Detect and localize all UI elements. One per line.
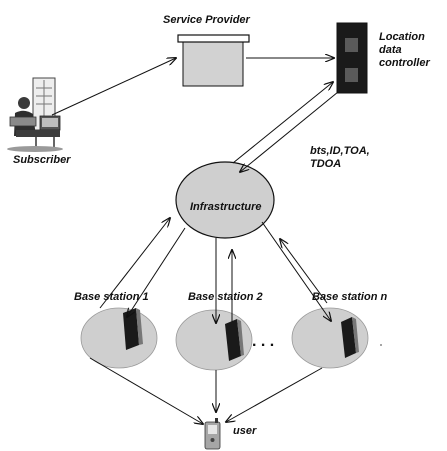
arrow-bsn-to-user [226, 367, 323, 422]
tower-icon-n [341, 317, 359, 358]
arrow-bs1-to-user [89, 357, 203, 424]
location-controller-node [336, 22, 368, 94]
user-label: user [233, 425, 257, 437]
arrow-controller-to-infrastructure [240, 91, 339, 172]
signal-label-line-1: bts,ID,TOA, [310, 145, 370, 157]
arrow-infrastructure-to-bsn [261, 221, 331, 321]
signal-label-line-2: TDOA [310, 158, 342, 170]
location-controller-label-line-3: controller [379, 57, 430, 69]
service-provider-node [177, 34, 250, 87]
base-station-2-label: Base station 2 [188, 291, 263, 303]
tower-icon-2 [225, 319, 244, 361]
arrow-bsn-to-infrastructure [280, 239, 328, 304]
tower-icon-1 [123, 308, 143, 350]
location-controller-label-line-2: data [379, 44, 402, 56]
location-controller-label-line-1: Location [379, 31, 425, 43]
infrastructure-label: Infrastructure [190, 201, 262, 213]
base-station-n-label: Base station n [312, 291, 388, 303]
base-station-1-label: Base station 1 [74, 291, 149, 303]
arrow-infrastructure-to-controller [232, 82, 333, 164]
arrow-subscriber-to-provider [51, 58, 176, 116]
user-device-icon [204, 418, 221, 450]
service-provider-label: Service Provider [163, 14, 250, 26]
subscriber-label: Subscriber [13, 154, 71, 166]
ellipsis-label: . . . [252, 333, 275, 350]
arrow-infrastructure-to-bs1 [127, 227, 186, 317]
arrow-bs1-to-infrastructure [99, 218, 170, 309]
infrastructure-node [175, 161, 275, 239]
connection-arrows [51, 58, 339, 424]
subscriber-icon [7, 77, 63, 152]
